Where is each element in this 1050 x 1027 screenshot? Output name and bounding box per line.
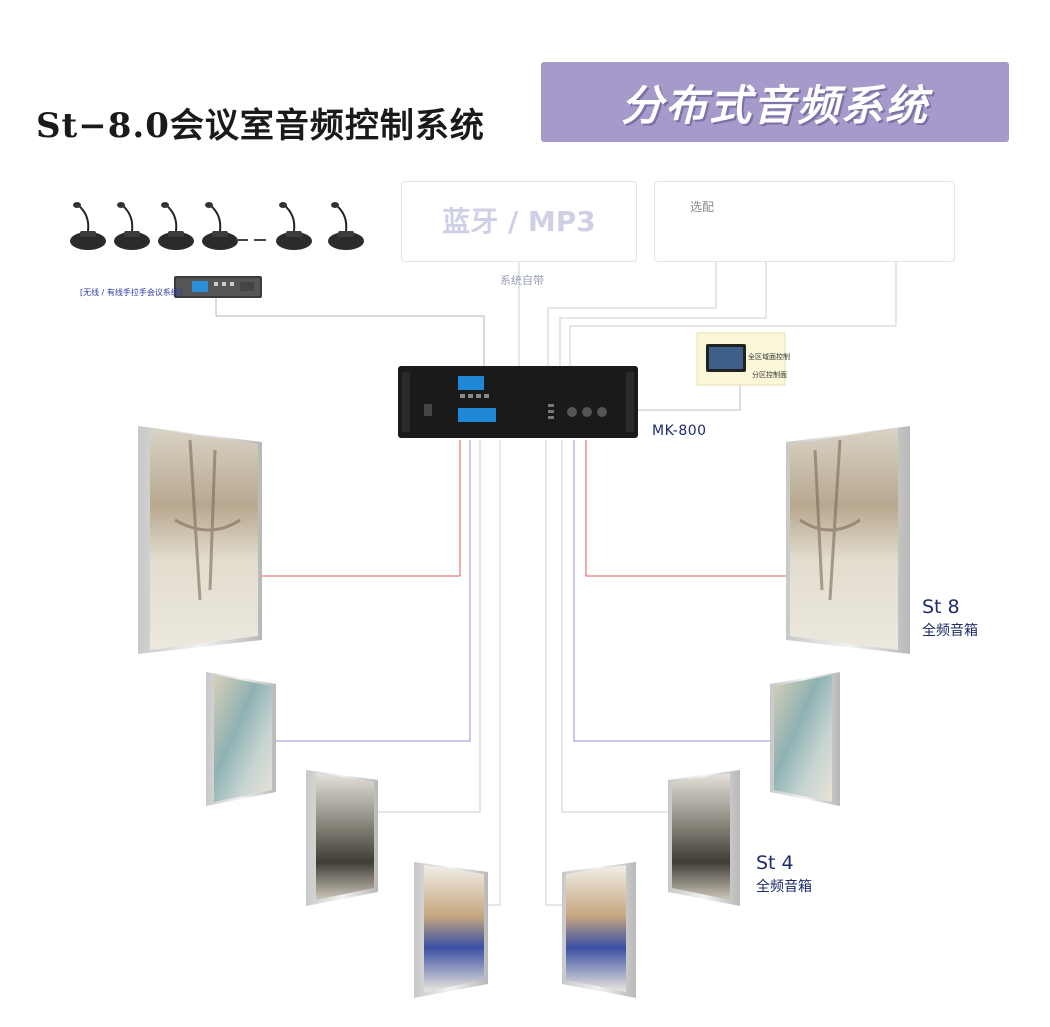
speaker-large-desc: 全频音箱 [922,623,978,639]
wire-panel-to-controller [624,384,741,411]
title-banner: 分布式音频系统 [541,62,1009,142]
speaker-small-desc: 全频音箱 [756,879,812,895]
speaker-right-large [786,426,910,654]
wire-left-small2 [378,440,481,813]
mic-system-caption: [无线 / 有线手拉手会议系统] [80,288,183,297]
speaker-right-small-1 [770,672,840,806]
speaker-right-small-2 [668,770,740,906]
panel-caption-secondary: 分区控制面 [752,371,787,379]
speaker-left-large [138,426,262,654]
microphone-icon [276,202,312,250]
optional-label: 选配 [690,200,715,214]
audio-controller-unit [398,366,638,438]
wire-mic-to-controller [215,297,485,368]
controller-model-label: MK-800 [652,423,707,439]
wire-left-small1 [276,440,471,742]
wire-right-large [585,440,786,577]
speaker-large-model: St 8 [922,596,960,618]
wire-sources-2 [559,246,767,368]
wiring [215,246,897,906]
wire-right-small1 [573,440,770,742]
wire-right-small2 [561,440,668,813]
banner-title: 分布式音频系统 [620,80,929,130]
page-title: St−8.0会议室音频控制系统 [36,106,485,146]
bluetooth-mp3-label: 蓝牙 / MP3 [442,205,596,238]
wire-left-small3 [488,440,501,906]
microphone-icon [158,202,194,250]
speaker-left-small-2 [306,770,378,906]
speaker-right-small-3 [562,862,636,998]
microphone-icon [328,202,364,250]
wire-right-small3 [545,440,562,906]
speaker-left-small-1 [206,672,276,806]
bluetooth-note: 系统自带 [500,274,544,287]
microphone-icon [114,202,150,250]
wire-sources-1 [547,248,717,368]
microphone-icon [70,202,106,250]
wire-sources-3 [569,246,897,368]
panel-caption: 全区域面控制 [748,353,790,361]
microphone-icon [202,202,238,250]
conference-host-unit [174,276,262,298]
speaker-small-model: St 4 [756,852,794,874]
bluetooth-source-box [401,181,637,262]
control-panel-device [696,332,786,386]
optional-sources-box [654,181,955,262]
microphone-row [70,202,364,250]
wire-left-large [262,440,461,577]
speaker-left-small-3 [414,862,488,998]
